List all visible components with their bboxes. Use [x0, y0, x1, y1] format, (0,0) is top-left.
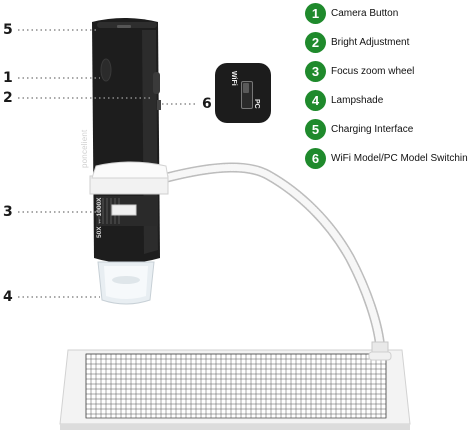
callout-3: 3: [3, 204, 13, 220]
switch-label-wifi: WiFi: [230, 71, 237, 86]
legend-label-1: Camera Button: [331, 8, 399, 19]
brand-text: poncelient: [80, 129, 89, 168]
callout-5: 5: [3, 22, 13, 38]
legend-number-6: 6: [305, 148, 326, 169]
legend-item-lampshade: 4 Lampshade: [305, 90, 383, 111]
legend-item-focus-zoom-wheel: 3 Focus zoom wheel: [305, 61, 414, 82]
callout-lines: [18, 29, 198, 298]
legend-item-mode-switching: 6 WiFi Model/PC Model Switching: [305, 148, 468, 169]
legend-label-6: WiFi Model/PC Model Switching: [331, 153, 468, 164]
gooseneck-arm: [160, 162, 392, 361]
legend-label-5: Charging Interface: [331, 124, 414, 135]
legend-label-4: Lampshade: [331, 95, 384, 106]
callout-2: 2: [3, 90, 13, 106]
callout-1: 1: [3, 70, 13, 86]
legend-item-camera-button: 1 Camera Button: [305, 3, 398, 24]
zoom-range-text: 50X ↔ 1000X: [96, 197, 103, 238]
callout-4: 4: [3, 289, 13, 305]
legend-number-1: 1: [305, 3, 326, 24]
legend-number-3: 3: [305, 61, 326, 82]
microscope-body: [92, 18, 161, 305]
legend-number-2: 2: [305, 32, 326, 53]
legend-number-5: 5: [305, 119, 326, 140]
legend-label-2: Bright Adjustment: [331, 37, 410, 48]
stand-base: [59, 349, 411, 430]
legend-number-4: 4: [305, 90, 326, 111]
legend-label-3: Focus zoom wheel: [331, 66, 415, 77]
switch-label-pc: PC: [253, 99, 260, 109]
switch-inset: WiFi PC: [215, 63, 271, 123]
switch-knob: [243, 83, 249, 93]
legend-item-charging-interface: 5 Charging Interface: [305, 119, 413, 140]
holder-ring: [89, 161, 169, 216]
callout-6: 6: [202, 96, 212, 112]
legend-item-bright-adjustment: 2 Bright Adjustment: [305, 32, 409, 53]
